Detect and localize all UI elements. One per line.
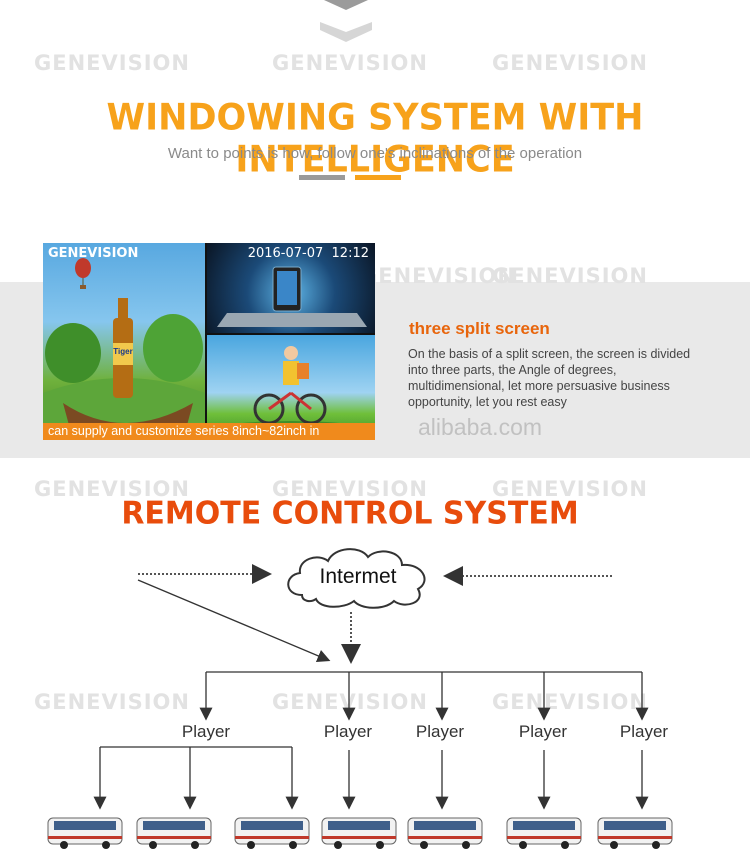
divider-orange — [355, 175, 401, 180]
player-label: Player — [181, 722, 231, 741]
ticker-bar: can supply and customize series 8inch~82… — [43, 423, 375, 440]
watermark-logo: GENEVISION — [492, 477, 648, 501]
beer-tile: Tiger GENEVISION — [43, 243, 205, 440]
chevron-down-icon — [320, 0, 372, 42]
timestamp: 2016-07-07 12:12 — [247, 246, 369, 261]
beer-label: Tiger — [113, 347, 133, 356]
bus-icon — [234, 817, 310, 849]
player-label: Player — [323, 722, 373, 741]
divider-gray — [299, 175, 345, 180]
cloud-label: Intermet — [319, 565, 397, 588]
bus-icon — [136, 817, 212, 849]
feature-description: On the basis of a split screen, the scre… — [408, 347, 691, 409]
watermark-logo: GENEVISION — [34, 477, 190, 501]
feature-heading: three split screen — [409, 319, 550, 338]
bus-icon — [47, 817, 123, 849]
player-label: Player — [518, 722, 568, 741]
watermark-logo: GENEVISION — [492, 690, 648, 714]
watermark-logo: GENEVISION — [34, 51, 190, 75]
bus-icon — [597, 817, 673, 849]
watermark-logo: GENEVISION — [272, 477, 428, 501]
cloud-icon — [287, 548, 426, 609]
section-title-remote: REMOTE CONTROL SYSTEM — [121, 495, 579, 532]
image-logo: GENEVISION — [48, 246, 139, 261]
watermark-url: alibaba.com — [418, 414, 543, 440]
tech-tile: 2016-07-07 12:12 — [207, 243, 375, 333]
page-subtitle: Want to points is how, follow one's incl… — [167, 145, 583, 162]
watermark-logo: GENEVISION — [34, 690, 190, 714]
page-title: WINDOWING SYSTEM WITH INTELLIGENCE — [106, 97, 644, 181]
bus-icon — [506, 817, 582, 849]
watermark-logo: GENEVISION — [360, 264, 516, 288]
bus-icon — [407, 817, 483, 849]
watermark-logo: GENEVISION — [492, 264, 648, 288]
ticker-text: can supply and customize series 8inch~82… — [48, 424, 320, 438]
bus-icon — [321, 817, 397, 849]
player-label: Player — [619, 722, 669, 741]
watermark-logo: GENEVISION — [272, 51, 428, 75]
player-label: Player — [415, 722, 465, 741]
tablet-illustration — [217, 266, 367, 327]
split-screen-image: Tiger GENEVISION 2016-07-07 12:12 can su… — [43, 243, 375, 440]
watermark-logo: GENEVISION — [492, 51, 648, 75]
